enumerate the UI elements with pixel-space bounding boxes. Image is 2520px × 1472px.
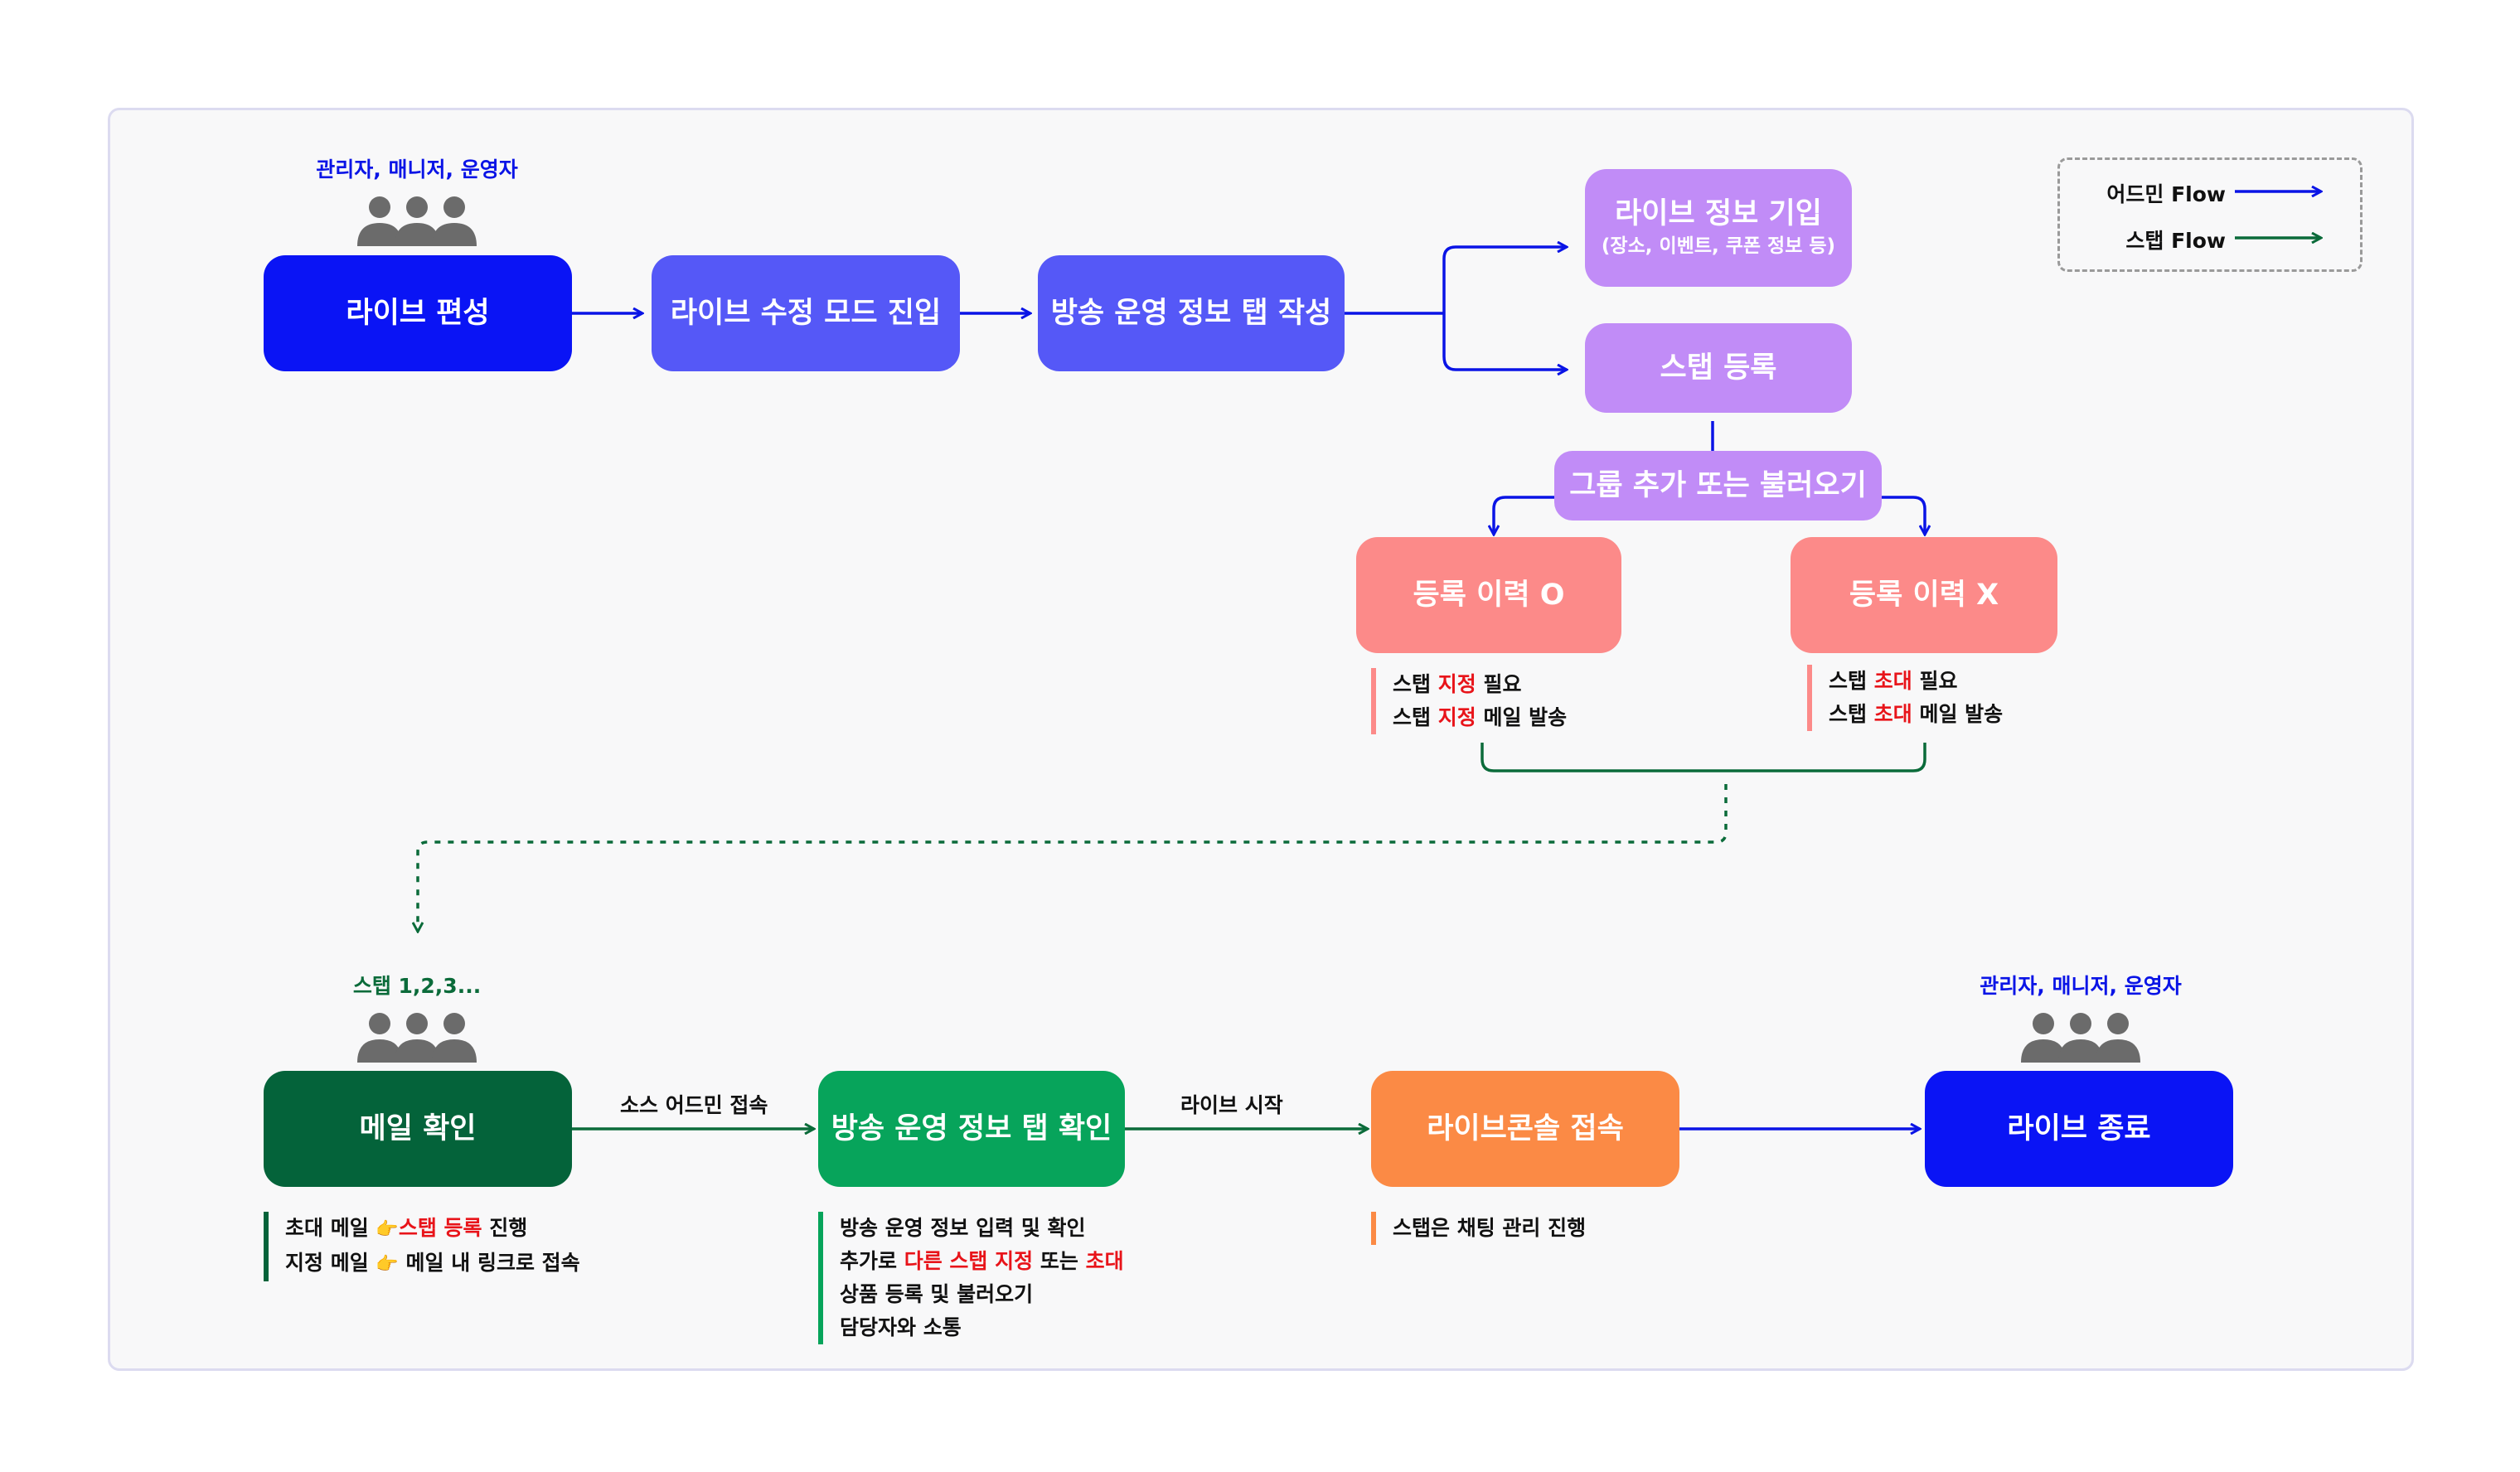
- actor-label: 관리자, 매니저, 운영자: [316, 157, 518, 182]
- notes-console: 스탭은 채팅 관리 진행: [1371, 1212, 1586, 1245]
- node-broadcast-tab-write: 방송 운영 정보 탭 작성: [1038, 255, 1345, 371]
- node-sublabel: (장소, 이벤트, 쿠폰 정보 등): [1601, 235, 1836, 258]
- node-label: 등록 이력 O: [1413, 578, 1565, 612]
- actor-label: 관리자, 매니저, 운영자: [1980, 974, 2182, 998]
- node-live-end: 라이브 종료: [1925, 1071, 2233, 1187]
- people-group-icon: [357, 1013, 477, 1063]
- node-label: 그룹 추가 또는 불러오기: [1569, 468, 1867, 502]
- note-line: 상품 등록 및 불러오기: [840, 1282, 1034, 1306]
- pointing-hand-icon: 👉: [376, 1254, 399, 1275]
- node-label: 메일 확인: [359, 1111, 477, 1145]
- note-line: 스탭 초대 필요: [1829, 669, 1958, 693]
- node-label: 라이브 수정 모드 진입: [670, 296, 942, 330]
- actor-admin-bottom: 관리자, 매니저, 운영자: [1948, 970, 2213, 1064]
- node-live-info: 라이브 정보 기입 (장소, 이벤트, 쿠폰 정보 등): [1585, 169, 1852, 287]
- node-staff-register: 스탭 등록: [1585, 323, 1852, 413]
- note-line: 초대 메일 👉스탭 등록 진행: [285, 1216, 528, 1240]
- node-console-access: 라이브콘솔 접속: [1371, 1071, 1679, 1187]
- notes-broadcast: 방송 운영 정보 입력 및 확인 추가로 다른 스탭 지정 또는 초대 상품 등…: [818, 1212, 1124, 1344]
- node-label: 라이브 종료: [2007, 1111, 2151, 1145]
- node-mail-check: 메일 확인: [264, 1071, 572, 1187]
- edge-label-source-admin: 소스 어드민 접속: [620, 1093, 768, 1117]
- bracket-merge: [1480, 743, 1926, 772]
- node-group-add: 그룹 추가 또는 불러오기: [1554, 451, 1882, 521]
- node-broadcast-tab-check: 방송 운영 정보 탭 확인: [818, 1071, 1125, 1187]
- note-line: 스탭 초대 메일 발송: [1829, 702, 2004, 726]
- pointing-hand-icon: 👉: [376, 1219, 399, 1240]
- arrow-to-staff-register: [1442, 313, 1567, 370]
- note-line: 추가로 다른 스탭 지정 또는 초대: [840, 1249, 1124, 1273]
- node-label: 라이브콘솔 접속: [1427, 1111, 1624, 1145]
- arrow-group-to-history-o: [1494, 496, 1554, 535]
- note-line: 지정 메일 👉 메일 내 링크로 접속: [285, 1251, 580, 1275]
- notes-history-o: 스탭 지정 필요 스탭 지정 메일 발송: [1371, 668, 1567, 734]
- note-line: 스탭 지정 메일 발송: [1393, 705, 1568, 729]
- node-label: 등록 이력 X: [1849, 578, 1999, 612]
- legend: 어드민 Flow 스탭 Flow: [2057, 157, 2362, 272]
- legend-staff-flow: 스탭 Flow: [2125, 229, 2226, 253]
- people-group-icon: [357, 196, 477, 246]
- node-live-edit: 라이브 편성: [264, 255, 572, 371]
- node-history-x: 등록 이력 X: [1791, 537, 2057, 653]
- arrow-group-to-history-x: [1882, 496, 1925, 535]
- node-label: 방송 운영 정보 탭 작성: [1050, 296, 1332, 330]
- node-label: 라이브 정보 기입: [1615, 197, 1822, 231]
- actor-admin-top: 관리자, 매니저, 운영자: [284, 153, 550, 248]
- node-label: 방송 운영 정보 탭 확인: [831, 1111, 1112, 1145]
- note-line: 담당자와 소통: [840, 1315, 962, 1339]
- note-line: 스탭은 채팅 관리 진행: [1393, 1216, 1587, 1240]
- arrow-to-live-info: [1442, 247, 1567, 313]
- note-line: 방송 운영 정보 입력 및 확인: [840, 1216, 1086, 1240]
- node-edit-mode: 라이브 수정 모드 진입: [652, 255, 960, 371]
- actor-staff: 스탭 1,2,3...: [284, 970, 550, 1064]
- notes-mail: 초대 메일 👉스탭 등록 진행 지정 메일 👉 메일 내 링크로 접속: [264, 1212, 580, 1281]
- node-label: 라이브 편성: [346, 296, 490, 330]
- notes-history-x: 스탭 초대 필요 스탭 초대 메일 발송: [1807, 665, 2003, 731]
- dashed-staff-return: [418, 784, 1728, 932]
- node-label: 스탭 등록: [1660, 351, 1777, 385]
- note-line: 스탭 지정 필요: [1393, 672, 1522, 696]
- node-history-o: 등록 이력 O: [1356, 537, 1621, 653]
- edge-label-live-start: 라이브 시작: [1180, 1093, 1283, 1117]
- legend-admin-flow: 어드민 Flow: [2106, 182, 2226, 206]
- people-group-icon: [2021, 1013, 2140, 1063]
- actor-label: 스탭 1,2,3...: [352, 974, 482, 998]
